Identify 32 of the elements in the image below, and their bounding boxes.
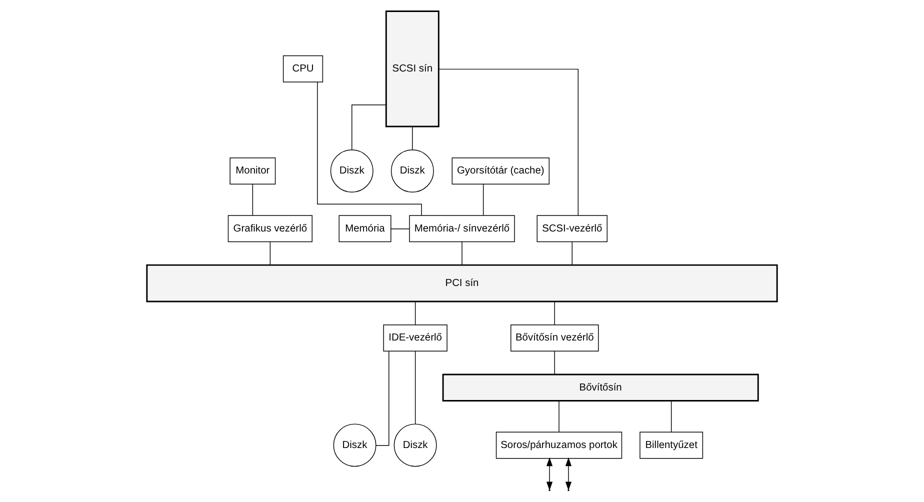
node-box: Memória (338, 215, 392, 242)
node-box: Bővítősín vezérlő (510, 324, 599, 352)
connector (412, 126, 413, 150)
node-box: Memória-/ sínvezérlő (409, 215, 515, 242)
connector (670, 400, 672, 432)
node-circle: Diszk (390, 149, 434, 192)
connector (317, 82, 422, 216)
node-box: Monitor (230, 157, 276, 184)
connector (390, 228, 410, 230)
node-box: Gyorsítótár (cache) (452, 157, 550, 184)
node-box: Bővítősín (442, 374, 759, 402)
connector (414, 301, 416, 326)
node-box: PCI sín (146, 264, 778, 302)
node-box: Billentyűzet (640, 432, 704, 459)
node-box: IDE-vezérlő (383, 324, 448, 352)
connector (352, 104, 386, 150)
connector (558, 400, 560, 432)
node-box: Soros/párhuzamos portok (496, 432, 622, 459)
connector (554, 350, 555, 375)
node-circle: Diszk (330, 149, 374, 192)
node-box: SCSI sín (385, 10, 440, 128)
node-box: CPU (282, 55, 324, 82)
connector (252, 184, 254, 216)
connector (270, 241, 271, 266)
connector (554, 301, 555, 326)
connector (438, 68, 579, 216)
connector (482, 184, 484, 216)
connector (414, 350, 416, 424)
node-circle: Diszk (394, 424, 437, 467)
node-box: SCSI-vezérlő (536, 215, 608, 242)
node-circle: Diszk (333, 424, 376, 467)
node-box: Grafikus vezérlő (228, 215, 312, 242)
